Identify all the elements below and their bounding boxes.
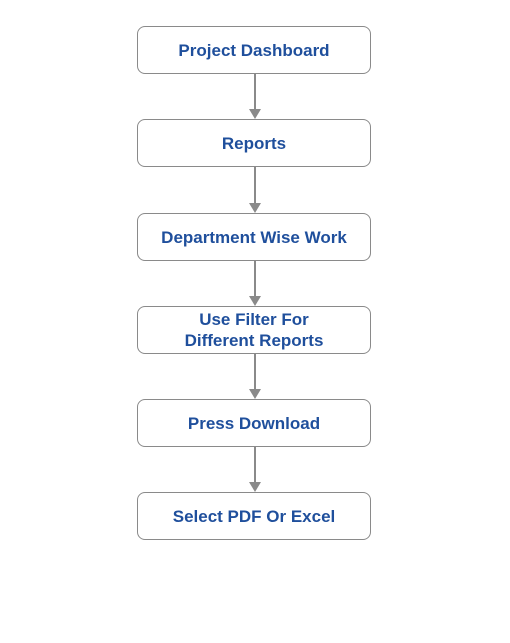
arrow-line <box>254 74 256 109</box>
step-use-filter: Use Filter For Different Reports <box>137 306 371 354</box>
arrow-head-icon <box>249 203 261 213</box>
step-project-dashboard: Project Dashboard <box>137 26 371 74</box>
arrow-line <box>254 354 256 389</box>
arrow-head-icon <box>249 482 261 492</box>
step-reports: Reports <box>137 119 371 167</box>
arrow-line <box>254 167 256 203</box>
step-department-wise-work: Department Wise Work <box>137 213 371 261</box>
step-label: Reports <box>221 133 287 153</box>
step-label: Department Wise Work <box>161 227 347 247</box>
step-select-pdf-or-excel: Select PDF Or Excel <box>137 492 371 540</box>
step-label: Use Filter For Different Reports <box>184 310 324 350</box>
step-label: Select PDF Or Excel <box>172 506 336 526</box>
arrow-line <box>254 447 256 482</box>
step-press-download: Press Download <box>137 399 371 447</box>
step-label: Project Dashboard <box>178 40 330 60</box>
arrow-line <box>254 261 256 296</box>
arrow-head-icon <box>249 389 261 399</box>
step-label: Press Download <box>187 413 321 433</box>
arrow-head-icon <box>249 109 261 119</box>
arrow-head-icon <box>249 296 261 306</box>
